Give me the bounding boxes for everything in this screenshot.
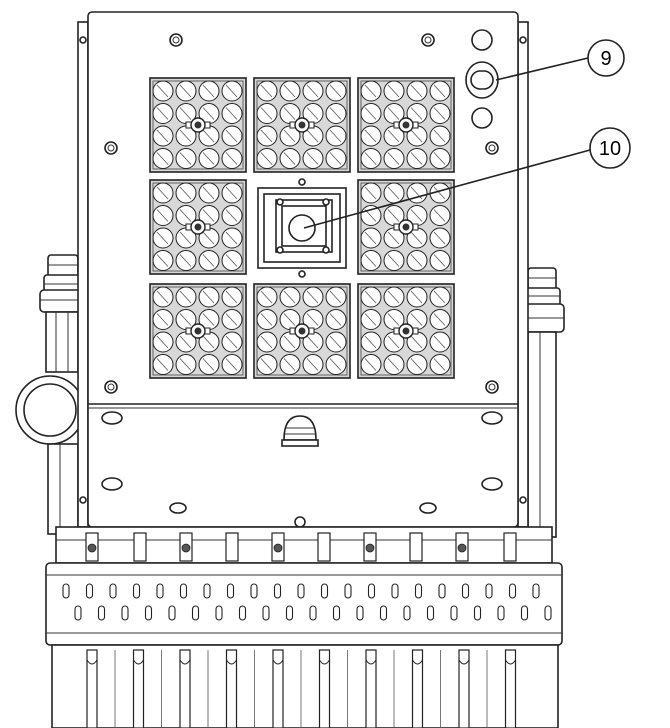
- vent-slot: [426, 605, 435, 621]
- vent-slot: [473, 605, 482, 621]
- bracket-bolt: [85, 532, 99, 562]
- vent-slot: [121, 605, 129, 621]
- vent-slot: [109, 583, 117, 599]
- callout-10: 10: [303, 127, 631, 229]
- vent-slot: [226, 583, 235, 599]
- bracket-bolt: [455, 532, 469, 562]
- vent-slot: [485, 583, 493, 599]
- vent-slot: [238, 605, 247, 621]
- vent-slot: [544, 605, 552, 621]
- heat-sink-fin: [411, 649, 424, 728]
- led-module: [149, 179, 247, 275]
- vent-slot: [508, 583, 517, 599]
- vent-slot: [179, 583, 188, 599]
- callout-9-label: 9: [600, 48, 611, 70]
- heat-sink-fin: [179, 649, 191, 728]
- vent-slot: [144, 605, 153, 621]
- led-module: [253, 77, 351, 173]
- vent-slot: [132, 583, 141, 599]
- bracket-bolt: [271, 532, 285, 562]
- heat-sink-fin: [132, 649, 145, 728]
- vent-slot: [215, 605, 223, 621]
- heat-sink-fin: [318, 649, 331, 728]
- vent-slot: [285, 605, 294, 621]
- vent-slot: [168, 605, 176, 621]
- heat-sink-fin: [458, 649, 470, 728]
- heat-sink-fin: [365, 649, 377, 728]
- vent-slot: [85, 583, 94, 599]
- left-cable-gland: [15, 254, 85, 535]
- vent-slot: [320, 583, 329, 599]
- vent-slot: [62, 583, 70, 599]
- bracket-bolt: [133, 532, 147, 562]
- led-module: [357, 283, 455, 379]
- bracket-bolt: [179, 532, 193, 562]
- bracket-bolt: [317, 532, 331, 562]
- vent-slot: [532, 583, 540, 599]
- led-module: [357, 179, 455, 275]
- vent-slot: [309, 605, 317, 621]
- vent-slot: [497, 605, 505, 621]
- heat-sink: [51, 644, 559, 728]
- heat-sink-fin: [225, 649, 238, 728]
- callout-10-label: 10: [599, 138, 621, 160]
- vent-slot: [403, 605, 411, 621]
- bracket-bolt: [363, 532, 377, 562]
- vent-slot: [332, 605, 341, 621]
- led-module: [253, 283, 351, 379]
- vent-slot: [250, 583, 258, 599]
- led-module: [357, 77, 455, 173]
- vent-slot: [262, 605, 270, 621]
- vent-slot: [450, 605, 458, 621]
- vent-slot: [203, 583, 211, 599]
- led-module-array: [149, 77, 455, 379]
- vent-slot: [297, 583, 305, 599]
- vent-slot: [367, 583, 376, 599]
- heat-sink-fin: [504, 649, 517, 728]
- vent-slot: [414, 583, 423, 599]
- vent-slot: [520, 605, 529, 621]
- callout-9: 9: [495, 39, 625, 81]
- vent-slot: [191, 605, 200, 621]
- center-sensor: [257, 178, 347, 278]
- bracket-bolt: [503, 532, 517, 562]
- pressure-valve: [465, 61, 499, 99]
- vent-slot: [461, 583, 470, 599]
- vent-slot: [379, 605, 388, 621]
- led-module: [149, 283, 247, 379]
- led-module: [149, 77, 247, 173]
- vent-slot: [356, 605, 364, 621]
- vent-slot: [273, 583, 282, 599]
- vent-slot: [344, 583, 352, 599]
- heat-sink-fin: [272, 649, 284, 728]
- vent-slot: [438, 583, 446, 599]
- vent-slot: [74, 605, 82, 621]
- bracket-bolt: [225, 532, 239, 562]
- heat-sink-fin: [86, 649, 98, 728]
- vent-slot: [156, 583, 164, 599]
- vent-slot: [391, 583, 399, 599]
- bracket-bolt: [409, 532, 423, 562]
- mounting-bracket: [45, 526, 563, 646]
- vent-slot: [97, 605, 106, 621]
